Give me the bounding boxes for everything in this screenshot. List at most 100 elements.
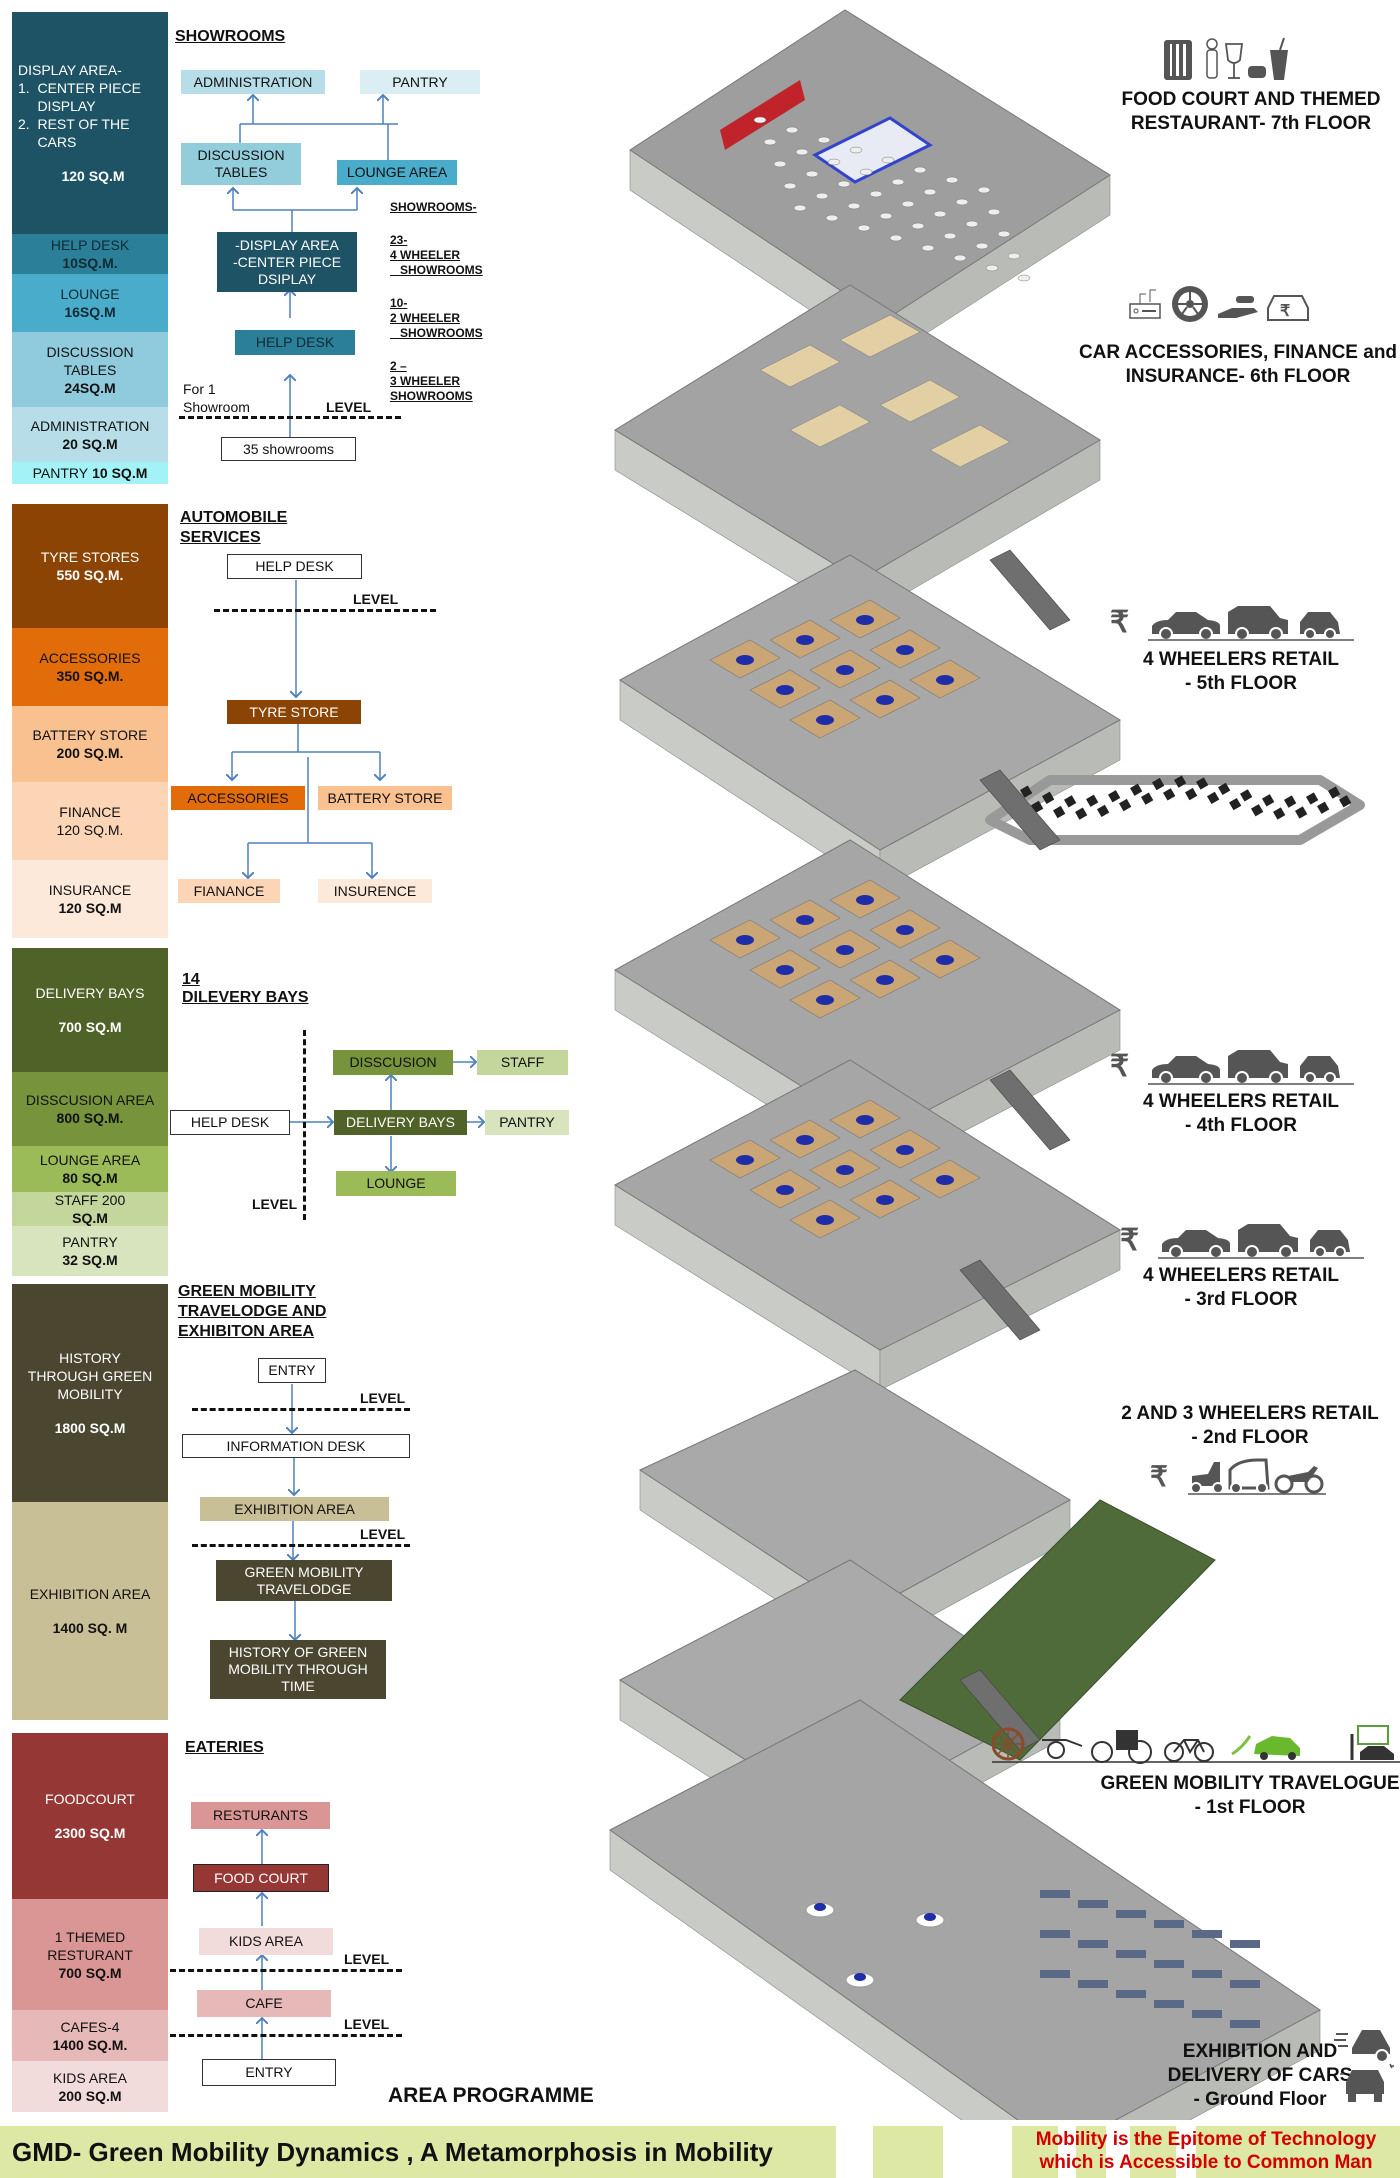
floor-label-text: EXHIBITION AND DELIVERY OF CARS - Ground… (1167, 2041, 1353, 2110)
chef-icon (1206, 38, 1218, 79)
breakdown-item: 10- 2 WHEELER SHOWROOMS (390, 296, 483, 340)
area-block-help-desk: HELP DESK 10SQ.M. (12, 234, 168, 274)
display-car (736, 655, 754, 665)
solar-panel (1273, 807, 1286, 820)
level-line (192, 1544, 410, 1547)
area-block-lounge-area: LOUNGE AREA 80 SQ.M (12, 1146, 168, 1192)
area-block-battery-store: BATTERY STORE 200 SQ.M. (12, 706, 168, 782)
electric-car-icon (1231, 1735, 1300, 1760)
dining-table (901, 200, 915, 208)
floor-ground-slab (609, 1699, 1321, 2120)
solar-panel (1328, 786, 1341, 799)
node-lounge: LOUNGE (336, 1171, 456, 1196)
shiny-car-icon (1340, 2063, 1394, 2102)
accessories-store (759, 344, 841, 388)
display-car (876, 975, 894, 985)
display-car (876, 1195, 894, 1205)
dining-table (953, 254, 967, 262)
hatchback-icon (1300, 612, 1340, 640)
level-line (192, 1408, 410, 1411)
breakdown-item: 2 – 3 WHEELER SHOWROOMS (390, 359, 473, 403)
level-label: LEVEL (252, 1196, 298, 1212)
escalator (959, 1669, 1041, 1751)
parking-bay (1154, 1960, 1184, 1968)
cutlery-icon (1164, 40, 1192, 80)
display-car (736, 935, 754, 945)
display-car (856, 615, 874, 625)
solar-panel (1339, 795, 1352, 808)
parking-bay (1154, 1920, 1184, 1928)
floor-label-text: CAR ACCESSORIES, FINANCE and INSURANCE- … (1078, 342, 1398, 387)
delivery-bays-title: DILEVERY BAYS (182, 989, 309, 1006)
parking-bay (1078, 1940, 1108, 1948)
dining-table (955, 198, 969, 206)
suv-icon (1238, 1224, 1298, 1259)
escalator (989, 549, 1071, 631)
dining-table (817, 136, 831, 144)
solar-panel (1174, 775, 1187, 788)
display-car (776, 1185, 794, 1195)
node-tyre-store: TYRE STORE (227, 700, 361, 724)
parking-bay (1230, 2020, 1260, 2028)
display-car (836, 1165, 854, 1175)
hand-car-icon (1218, 296, 1258, 318)
area-block-discussion: DISCUSSION TABLES 24SQ.M (12, 332, 168, 407)
accessories-store (929, 424, 1011, 468)
area-block-themed-restaurant: 1 THEMED RESTURANT 700 SQ.M (12, 1899, 168, 2010)
area-block-administration: ADMINISTRATION 20 SQ.M (12, 407, 168, 462)
solar-panel (1251, 804, 1264, 817)
solar-panel (1262, 794, 1275, 807)
accessories-store (789, 404, 871, 448)
hatchback-icon (1310, 1230, 1350, 1258)
dining-table (965, 220, 979, 228)
parking-bay (1040, 1890, 1070, 1898)
display-car (936, 955, 954, 965)
solar-panel (1064, 795, 1077, 808)
display-car (896, 645, 914, 655)
dining-table (985, 264, 999, 272)
display-car (816, 715, 834, 725)
solar-panel (1119, 798, 1132, 812)
level-label: LEVEL (344, 2016, 390, 2032)
area-block-tyre-stores: TYRE STORES 550 SQ.M. (12, 504, 168, 628)
dining-table (795, 148, 809, 156)
dining-table (1007, 252, 1021, 260)
area-block-discussion-area: DISSCUSION AREA 800 SQ.M. (12, 1072, 168, 1146)
dining-table (827, 158, 841, 166)
dining-table (847, 202, 861, 210)
display-car (936, 1175, 954, 1185)
area-block-foodcourt: FOODCOURT 2300 SQ.M (12, 1733, 168, 1899)
node-accessories: ACCESSORIES (171, 786, 305, 810)
breakdown-title: SHOWROOMS- (390, 200, 477, 214)
dining-table (975, 242, 989, 250)
solar-panel (1218, 782, 1231, 796)
parking-bay (1154, 2000, 1184, 2008)
car-finance-icon: ₹ (1267, 295, 1309, 321)
level-label: LEVEL (360, 1390, 406, 1406)
svg-text:₹: ₹ (1280, 303, 1290, 320)
parking-bay (1192, 1970, 1222, 1978)
solar-panel (1097, 804, 1110, 818)
burger-drink-icon (1248, 37, 1288, 80)
floor-label-text: FOOD COURT AND THEMED RESTAURANT- 7th FL… (1121, 89, 1381, 134)
area-block-history: HISTORY THROUGH GREEN MOBILITY 1800 SQ.M (12, 1284, 168, 1502)
dining-table (805, 170, 819, 178)
node-information-desk: INFORMATION DESK (182, 1434, 410, 1458)
area-block-cafes: CAFES-4 1400 SQ.M. (12, 2010, 168, 2061)
node-finance: FIANANCE (178, 879, 280, 903)
skybridge (985, 775, 1365, 845)
floor-label-text: 2 AND 3 WHEELERS RETAIL - 2nd FLOOR (1121, 1403, 1379, 1448)
node-lounge-area: LOUNGE AREA (337, 160, 457, 185)
dining-table (857, 224, 871, 232)
display-car (896, 1145, 914, 1155)
display-car (776, 685, 794, 695)
node-discussion: DISSCUSION (333, 1050, 453, 1075)
display-car (836, 665, 854, 675)
parking-bay (1116, 1990, 1146, 1998)
dining-table (997, 230, 1011, 238)
dining-table (913, 166, 927, 174)
parking-bay (1116, 1910, 1146, 1918)
solar-panel (1141, 792, 1154, 805)
dining-table (879, 212, 893, 220)
area-block-lounge: LOUNGE 16SQ.M (12, 274, 168, 332)
